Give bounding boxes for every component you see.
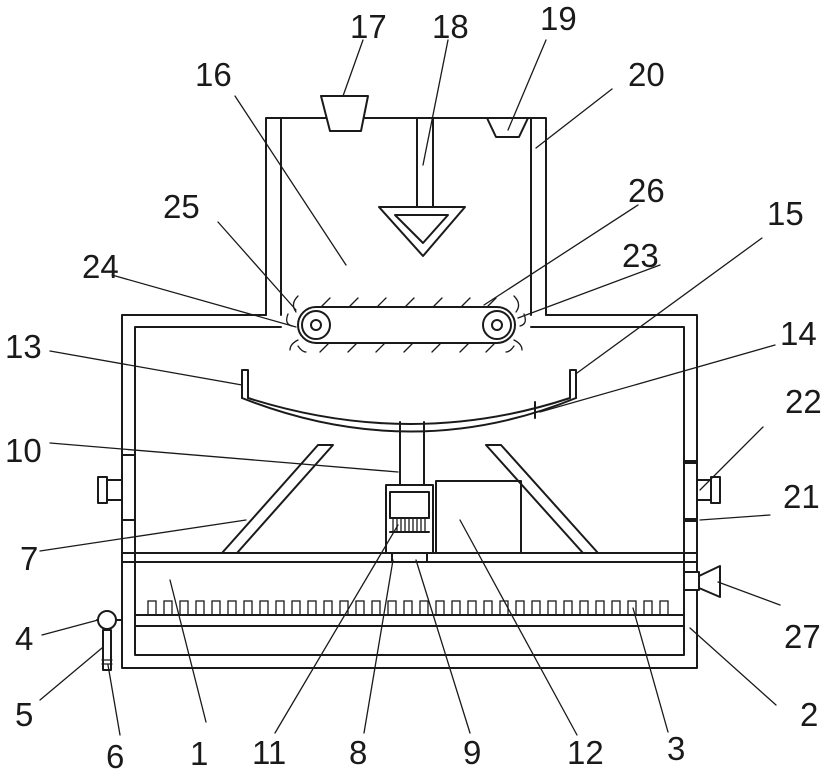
screen-tooth [420,601,428,615]
label-4: 4 [15,620,33,657]
motor-assembly [386,485,433,562]
label-18: 18 [432,8,469,45]
screen-tooth [484,601,492,615]
label-12: 12 [567,734,604,771]
screen-tooth [452,601,460,615]
screen-tooth [644,601,652,615]
screen-tooth [212,601,220,615]
screen-tooth [388,601,396,615]
screen-tooth [500,601,508,615]
label-23: 23 [622,237,659,274]
label-21: 21 [783,478,820,515]
left-side-door [98,455,135,520]
label-14: 14 [780,315,817,352]
collection-drawer-1 [97,615,684,626]
label-6: 6 [106,738,124,774]
roller-23 [483,311,511,339]
label-3: 3 [667,730,685,767]
drawer-handle [98,611,116,670]
screen-tooth [340,601,348,615]
leader-lines [40,40,780,735]
screen-tooth [516,601,524,615]
screen-teeth-3 [148,601,668,615]
screen-tooth [612,601,620,615]
screen-tooth [580,601,588,615]
label-2: 2 [800,696,818,733]
screen-tooth [564,601,572,615]
screen-tooth [180,601,188,615]
screen-tooth [532,601,540,615]
label-1: 1 [190,735,208,772]
label-26: 26 [628,172,665,209]
label-16: 16 [195,56,232,93]
control-box-12 [436,481,521,553]
label-8: 8 [349,734,367,771]
feed-inlet-17 [321,96,368,131]
screen-tooth [148,601,156,615]
label-13: 13 [5,328,42,365]
label-15: 15 [767,195,804,232]
screen-tooth [372,601,380,615]
screen-tooth [164,601,172,615]
screen-tooth [548,601,556,615]
feed-inlet-19 [487,118,528,137]
screen-tooth [260,601,268,615]
label-19: 19 [540,0,577,37]
screen-tooth [228,601,236,615]
label-20: 20 [628,56,665,93]
screen-tooth [292,601,300,615]
label-11: 11 [252,734,286,771]
outlet-27 [684,566,720,597]
feed-arrow-18 [379,118,465,256]
screen-tooth [436,601,444,615]
roller-24 [302,311,330,339]
part-labels: 1 2 3 4 5 6 7 8 9 10 11 12 13 14 15 16 1… [5,0,822,774]
label-17: 17 [350,8,387,45]
right-side-door [684,462,720,520]
screen-tooth [308,601,316,615]
label-9: 9 [463,734,481,771]
curved-tray [242,370,576,432]
label-24: 24 [82,248,119,285]
label-10: 10 [5,432,42,469]
screen-tooth [356,601,364,615]
label-25: 25 [163,188,200,225]
label-22: 22 [785,383,822,420]
inclined-plate-left [222,445,333,553]
screen-tooth [468,601,476,615]
screen-tooth [596,601,604,615]
screen-tooth [244,601,252,615]
label-27: 27 [784,618,821,655]
screen-tooth [324,601,332,615]
screen-tooth [404,601,412,615]
screen-tooth [276,601,284,615]
screen-tooth [660,601,668,615]
screen-tooth [196,601,204,615]
label-5: 5 [15,696,33,733]
label-7: 7 [20,540,38,577]
